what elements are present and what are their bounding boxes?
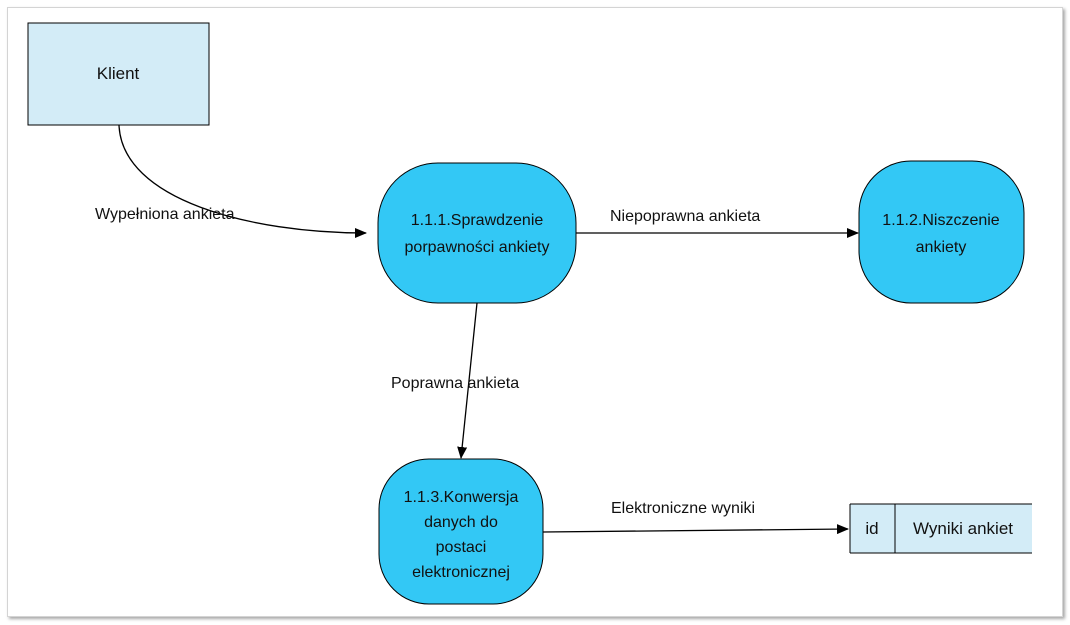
process-destruction[interactable]: 1.1.2.Niszczenie ankiety — [858, 160, 1025, 304]
flow-valid-survey[interactable]: Poprawna ankieta — [391, 302, 519, 459]
process-label-line: 1.1.1.Sprawdzenie — [411, 212, 544, 229]
process-conversion[interactable]: 1.1.3.Konwersja danych do postaci elektr… — [378, 458, 544, 605]
process-shape — [377, 162, 577, 304]
process-validation[interactable]: 1.1.1.Sprawdzenie porpawności ankiety — [377, 162, 577, 304]
flow-label: Niepoprawna ankieta — [610, 208, 760, 225]
flow-electronic-results[interactable]: Elektroniczne wyniki — [542, 500, 849, 535]
process-label-line: 1.1.2.Niszczenie — [882, 212, 999, 229]
entity-label: Klient — [97, 64, 140, 83]
process-label-line: danych do — [424, 514, 498, 531]
process-shape — [378, 458, 544, 605]
flow-line — [542, 524, 849, 535]
process-label-line: elektronicznej — [412, 564, 510, 581]
store-name: Wyniki ankiet — [913, 519, 1013, 538]
flow-line — [457, 302, 478, 459]
entity-box — [27, 22, 210, 126]
process-shape — [858, 160, 1025, 304]
external-entity-klient[interactable]: Klient — [27, 22, 210, 126]
flow-label: Poprawna ankieta — [391, 375, 519, 392]
flow-invalid-survey[interactable]: Niepoprawna ankieta — [576, 208, 859, 238]
store-background — [850, 504, 1032, 553]
flow-label: Wypełniona ankieta — [95, 206, 235, 223]
process-label-line: postaci — [436, 539, 487, 556]
process-label-line: ankiety — [916, 239, 967, 256]
flow-label: Elektroniczne wyniki — [611, 500, 755, 517]
process-label-line: 1.1.3.Konwersja — [404, 489, 519, 506]
flow-filled-survey[interactable]: Wypełniona ankieta — [95, 124, 367, 238]
store-id: id — [865, 519, 878, 538]
data-store-survey-results[interactable]: id Wyniki ankiet — [849, 503, 1032, 554]
process-label-line: porpawności ankiety — [405, 239, 550, 256]
flow-line — [118, 124, 367, 238]
